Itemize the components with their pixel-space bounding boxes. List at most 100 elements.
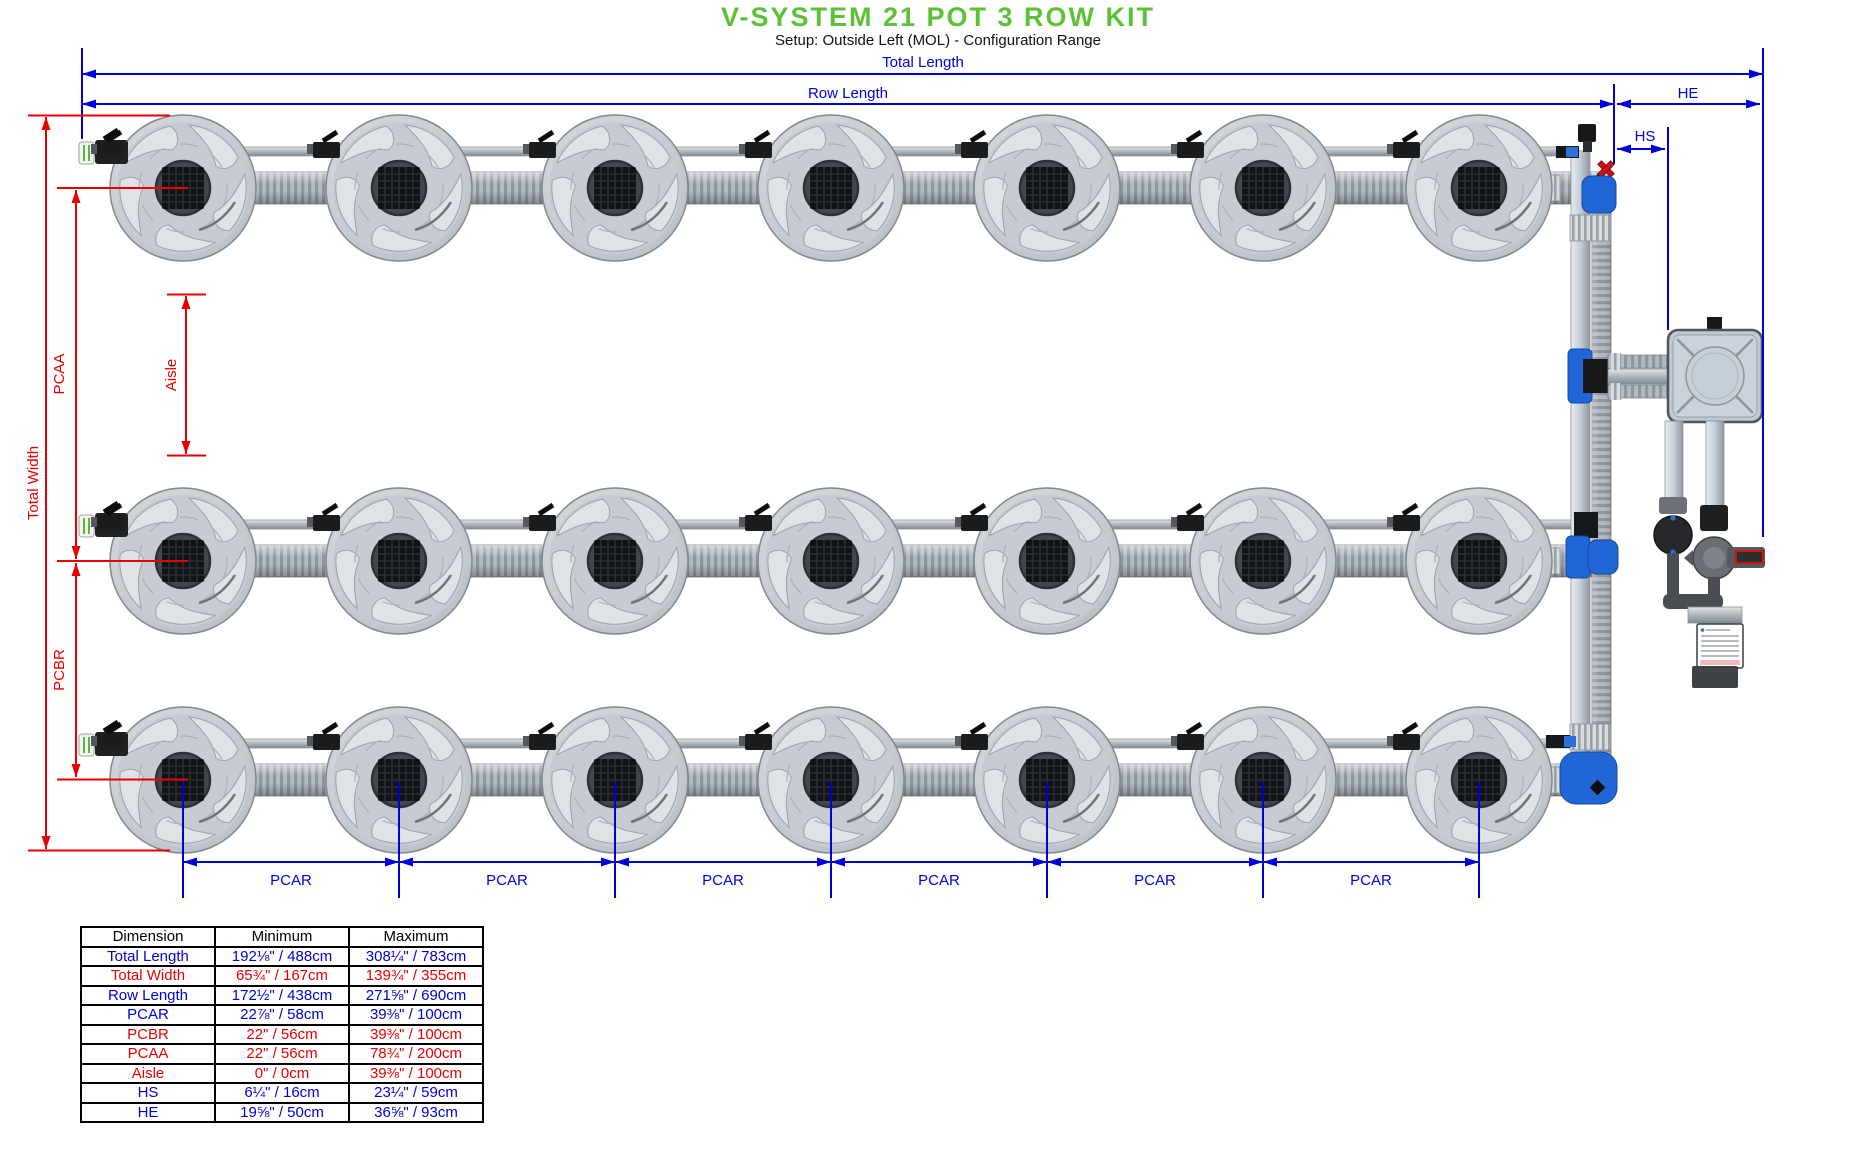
he-label: HE — [1678, 85, 1699, 102]
aisle-label: Aisle — [163, 359, 180, 392]
reservoir-lid — [1685, 346, 1745, 406]
pump-cross-pipe — [1663, 594, 1723, 609]
valve-fitting — [1700, 505, 1728, 531]
total-length-label: Total Length — [882, 54, 964, 71]
pot — [101, 707, 259, 863]
dimension-value: 308¼" / 783cm — [348, 945, 484, 967]
manifold-top-stem — [1583, 141, 1592, 152]
dripper-valve — [955, 129, 988, 158]
dripper-valve — [91, 721, 124, 750]
pot — [749, 488, 907, 644]
pot — [533, 488, 691, 644]
pot — [533, 707, 691, 863]
dimension-value: 139¾" / 355cm — [348, 965, 484, 987]
pcar-label: PCAR — [1134, 872, 1176, 889]
pump-plate — [1687, 606, 1743, 624]
pot — [1181, 115, 1339, 271]
dripper-valve — [91, 502, 124, 531]
pcar-label: PCAR — [918, 872, 960, 889]
reservoir-lid-ring — [1691, 352, 1739, 400]
dimension-value: 19⅝" / 50cm — [214, 1101, 350, 1123]
pot — [1397, 707, 1555, 863]
elbow-valve-handle — [1589, 779, 1606, 796]
dripper-valve — [1387, 129, 1420, 158]
dimension-value: 36⅝" / 93cm — [348, 1101, 484, 1123]
pot — [1181, 488, 1339, 644]
dripper-valve — [955, 721, 988, 750]
pot — [749, 115, 907, 271]
dripper-valve — [1387, 721, 1420, 750]
dimension-value: 39⅜" / 100cm — [348, 1062, 484, 1084]
page-title: V-SYSTEM 21 POT 3 ROW KIT — [720, 2, 1156, 32]
dimension-name: Total Width — [80, 965, 216, 987]
dripper-valve — [1171, 721, 1204, 750]
pump-down-pipe — [1667, 553, 1679, 597]
pipe-coupler — [1569, 214, 1612, 242]
pump-head — [1653, 515, 1693, 555]
dimension-name: Aisle — [80, 1062, 216, 1084]
pot — [317, 488, 475, 644]
row2-elbow — [1587, 539, 1619, 575]
reservoir-ribs — [1676, 338, 1754, 414]
dripper-valve — [523, 721, 556, 750]
dimension-name: HE — [80, 1101, 216, 1123]
reservoir-pipe — [1607, 368, 1671, 385]
return-manifold — [1546, 124, 1671, 805]
pot — [1181, 707, 1339, 863]
row1-elbow — [1581, 175, 1617, 214]
reservoir — [1666, 317, 1764, 424]
dimension-value: 271⅝" / 690cm — [348, 984, 484, 1006]
pump-down-pipe — [1708, 577, 1720, 599]
manifold-top-cap — [1578, 124, 1596, 142]
pump-union — [1659, 497, 1687, 514]
pot — [317, 707, 475, 863]
valve-top — [1703, 547, 1725, 569]
pot — [101, 115, 259, 271]
dripper-valve — [1387, 502, 1420, 531]
row-length-label: Row Length — [808, 85, 888, 102]
header-minimum: Minimum — [214, 926, 350, 948]
pcar-label: PCAR — [1350, 872, 1392, 889]
pipe-shading — [1592, 205, 1611, 757]
pot — [965, 488, 1123, 644]
pcar-label: PCAR — [702, 872, 744, 889]
pot — [1397, 488, 1555, 644]
dimension-value: 23¼" / 59cm — [348, 1082, 484, 1104]
pcar-label: PCAR — [270, 872, 312, 889]
dimension-value: 0" / 0cm — [214, 1062, 350, 1084]
pump-inlet-pipe — [1664, 420, 1684, 502]
hs-label: HS — [1635, 128, 1656, 145]
dimension-name: Row Length — [80, 984, 216, 1006]
row2-tee-fitting — [1574, 512, 1598, 538]
pot — [965, 707, 1123, 863]
manifold-pipe — [1570, 150, 1591, 804]
dripper-valve — [307, 129, 340, 158]
dimension-value: 22" / 56cm — [214, 1043, 350, 1065]
pot — [749, 707, 907, 863]
dimension-value: 39⅜" / 100cm — [348, 1023, 484, 1045]
pot — [1397, 115, 1555, 271]
pump-base — [1692, 666, 1738, 688]
valve-handle-grip — [1735, 550, 1764, 564]
reservoir-tee-body — [1583, 359, 1609, 393]
pot-rows — [101, 115, 1555, 863]
dripper-valve — [739, 721, 772, 750]
pump-assembly — [1653, 420, 1765, 688]
dimension-value: 78¾" / 200cm — [348, 1043, 484, 1065]
dimension-name: HS — [80, 1082, 216, 1104]
dimension-value: 22" / 56cm — [214, 1023, 350, 1045]
pot — [965, 115, 1123, 271]
dripper-valve — [307, 502, 340, 531]
pcaa-label: PCAA — [51, 354, 68, 395]
dripper-valve — [91, 129, 124, 158]
header-dimension: Dimension — [80, 926, 216, 948]
